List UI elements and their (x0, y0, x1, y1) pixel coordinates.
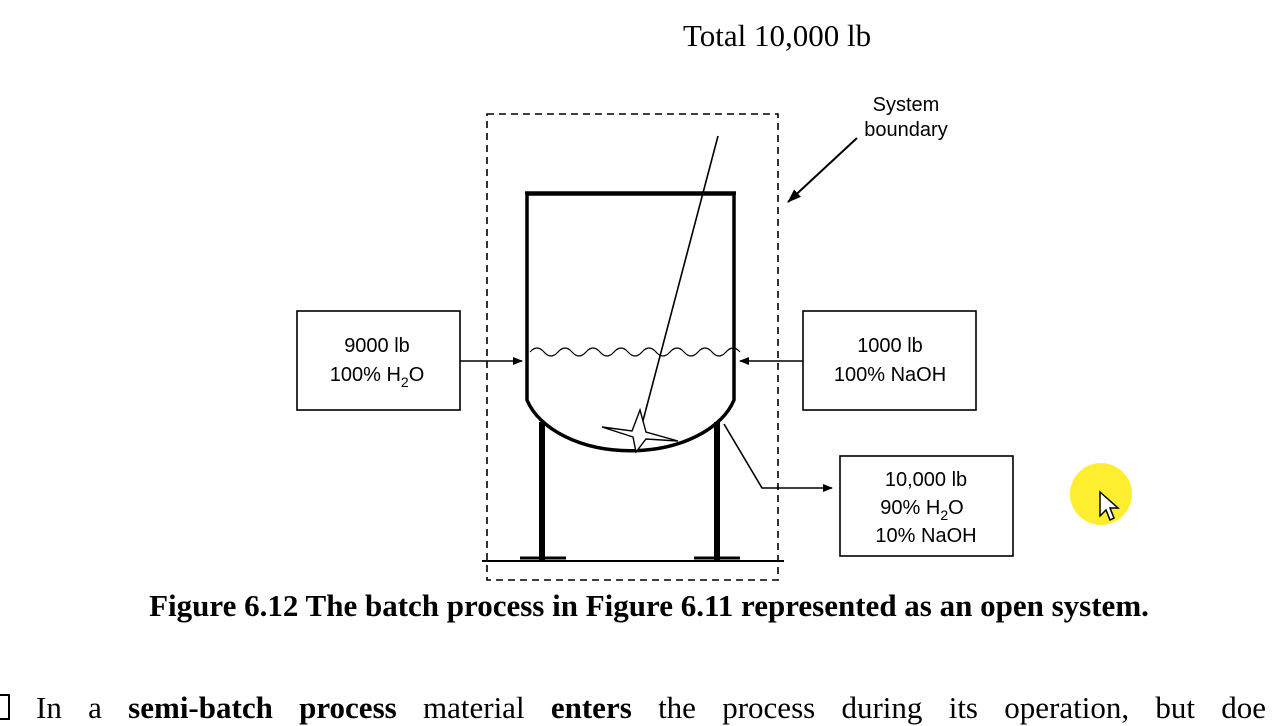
system-boundary-label-line2: boundary (864, 119, 947, 141)
agitator (601, 135, 719, 454)
product-output-box (839, 455, 1014, 557)
system-boundary-arrow (787, 137, 858, 203)
tank-legs (539, 422, 720, 560)
product-output-naoh: 10% NaOH (875, 525, 976, 547)
paragraph-semi-batch: In a semi-batch process material enters … (36, 690, 1267, 725)
naoh-input-mass: 1000 lb (857, 335, 923, 357)
product-output-mass: 10,000 lb (885, 469, 967, 491)
system-boundary-label-line1: System (873, 94, 940, 116)
product-output-arrow (723, 423, 833, 492)
open-system-diagram: System boundary 9000 lb 100% H2O 1000 lb… (296, 94, 1014, 581)
figure-caption: Figure 6.12 The batch process in Figure … (149, 588, 1149, 623)
water-input-composition: 100% H2O (330, 364, 425, 390)
water-input-box (296, 310, 461, 411)
system-boundary (486, 113, 779, 581)
tank-vessel (525, 191, 736, 453)
cursor-arrow-icon (1099, 490, 1120, 522)
water-input-mass: 9000 lb (344, 335, 410, 357)
bullet-glyph-icon (0, 694, 10, 720)
product-output-water: 90% H2O (880, 497, 963, 523)
liquid-surface (529, 347, 741, 357)
naoh-input-box (802, 310, 977, 411)
naoh-input-composition: 100% NaOH (834, 364, 946, 386)
total-mass-label: Total 10,000 lb (683, 18, 872, 53)
